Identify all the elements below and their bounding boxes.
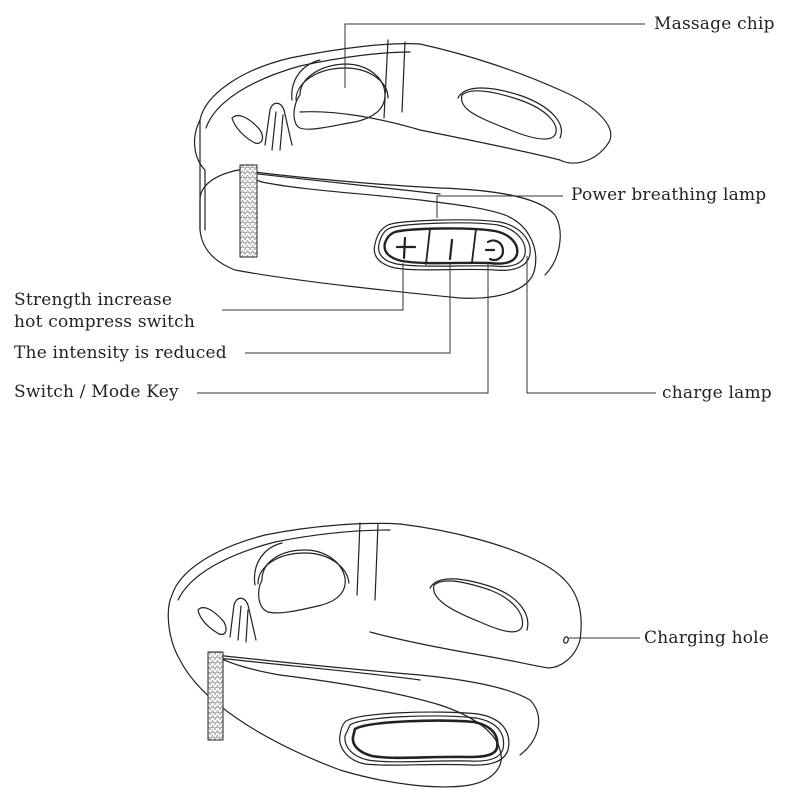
label-charging-hole: Charging hole (644, 628, 770, 648)
label-power-breathing-lamp: Power breathing lamp (571, 185, 767, 205)
device-top-view (193, 39, 612, 299)
charging-hole-icon (563, 636, 569, 644)
top-callout-lines (197, 23, 656, 394)
button-glyphs (395, 236, 505, 262)
label-charge-lamp: charge lamp (662, 383, 772, 403)
label-strength-increase-line2: hot compress switch (14, 312, 196, 332)
label-massage-chip: Massage chip (654, 14, 775, 34)
plus-button-icon (395, 236, 417, 260)
minus-button-icon (448, 238, 454, 261)
label-intensity-reduced: The intensity is reduced (14, 343, 227, 363)
label-switch-mode-key: Switch / Mode Key (14, 382, 179, 402)
device-bottom-view (167, 522, 582, 788)
label-strength-increase-line1: Strength increase (14, 290, 173, 310)
power-button-icon (484, 239, 505, 262)
